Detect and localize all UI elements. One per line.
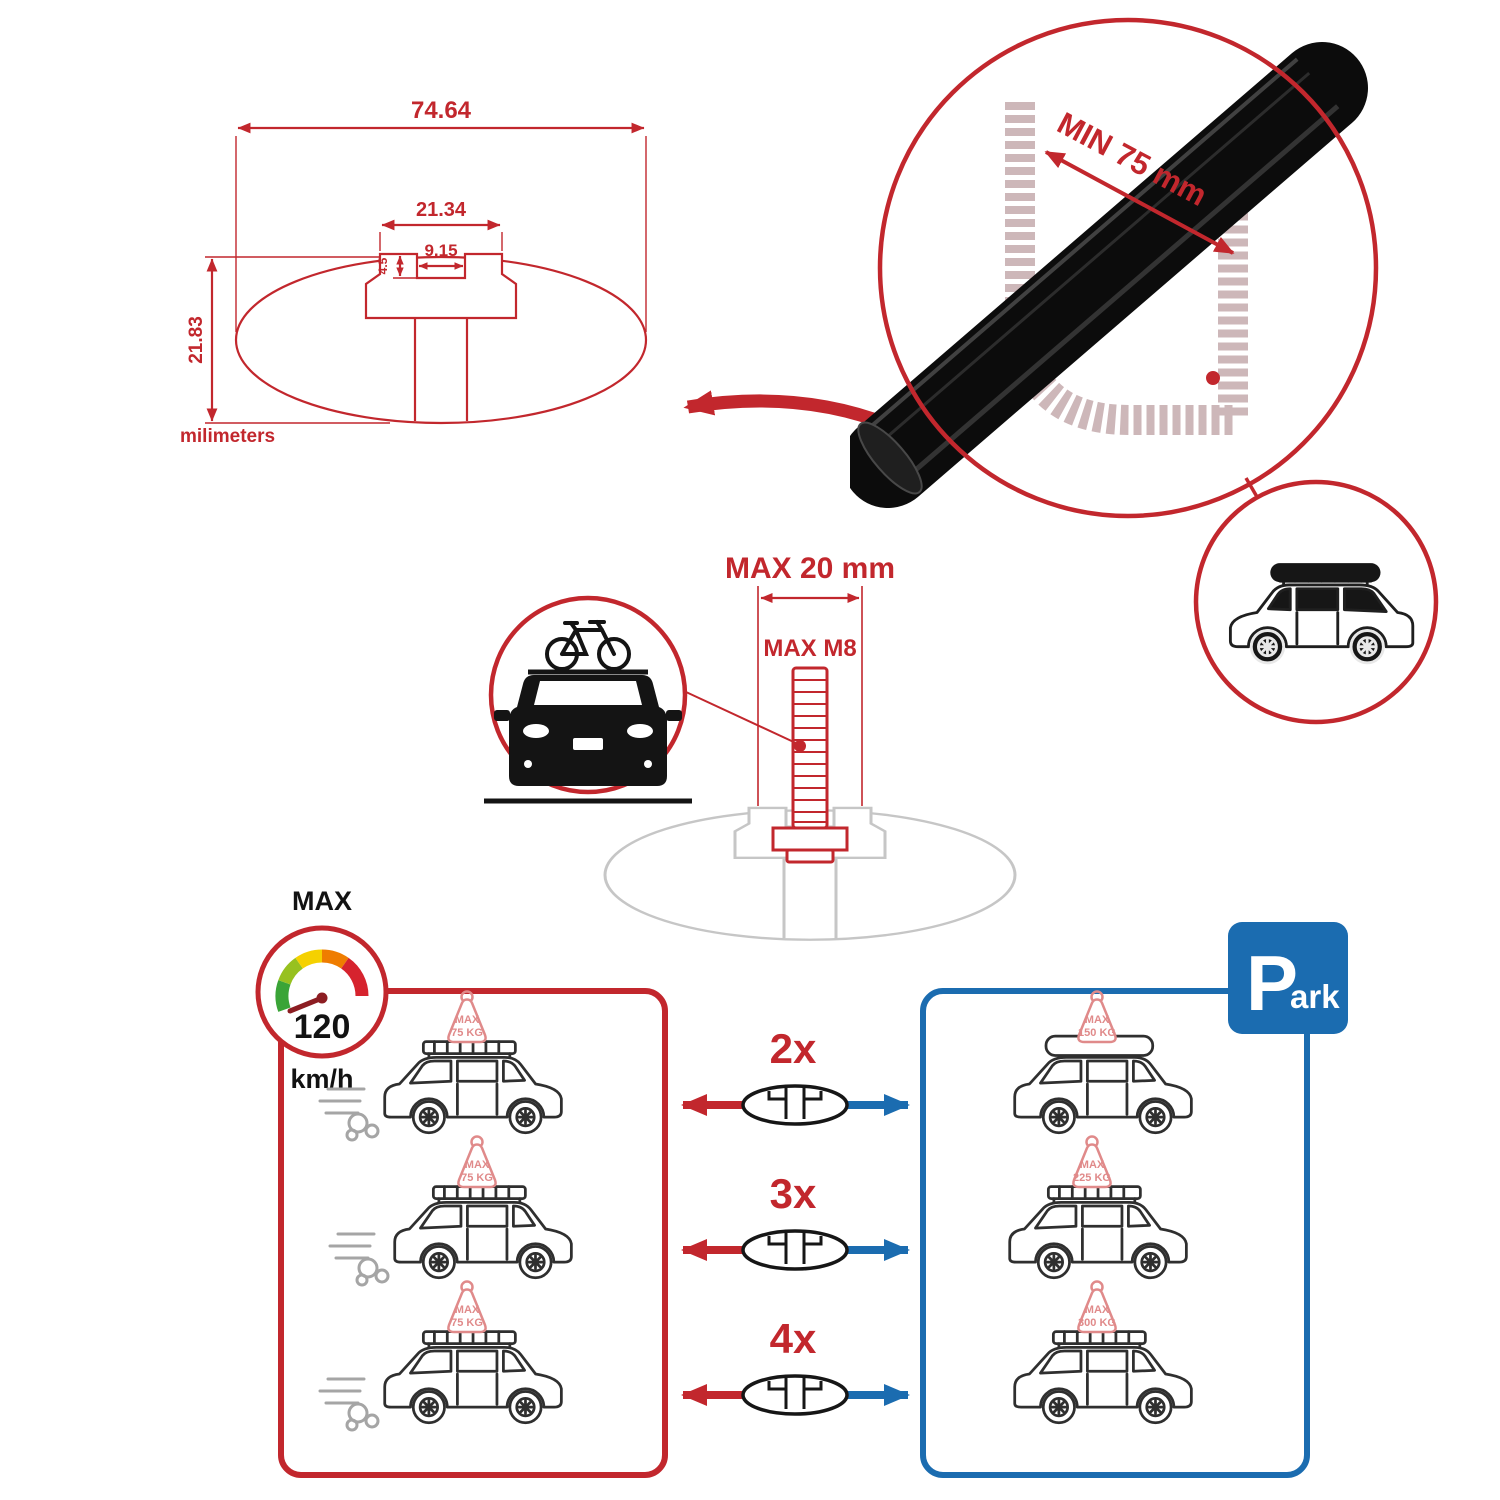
bicycle-icon [545,620,631,671]
gauge-arcs [275,949,369,1012]
speed-max-label: MAX [292,886,352,916]
dim-slot-depth-label: 4.5 [376,257,390,274]
svg-text:MAX: MAX [1085,1014,1110,1026]
svg-text:150 KG: 150 KG [1078,1027,1116,1039]
svg-text:75 KG: 75 KG [451,1027,483,1039]
min-span-arrow [1044,150,1235,255]
speed-value: 120 [294,1008,351,1046]
bolt-diagram: MAX 20 mm MAX M8 [603,552,1017,942]
clamp-marker-dot [1206,371,1220,385]
max-thread-label: MAX M8 [763,635,856,662]
dim-height-label: 21.83 [186,316,207,364]
crossbar-profile-icon [741,1229,849,1271]
svg-text:300 KG: 300 KG [1078,1317,1116,1329]
park-sign-rest: ark [1290,978,1340,1015]
dim-total-width-label: 74.64 [411,97,472,124]
bar-count-label: 4x [770,1315,817,1362]
svg-text:MAX: MAX [1080,1159,1105,1171]
dim-channel-width-label: 21.34 [416,199,467,221]
bar-count-label: 3x [770,1170,817,1217]
svg-text:MAX: MAX [1085,1304,1110,1316]
crossbar-detail-inset: MIN 75 mm [850,17,1439,725]
svg-text:MAX: MAX [455,1014,480,1026]
load-tag: MAX 75 KG [447,990,487,1044]
svg-text:225 KG: 225 KG [1073,1172,1111,1184]
svg-text:75 KG: 75 KG [461,1172,493,1184]
park-sign: P ark [1228,922,1348,1034]
svg-text:75 KG: 75 KG [451,1317,483,1329]
svg-text:MAX: MAX [465,1159,490,1171]
load-capacity-section: P ark MAX 120 km/h [255,886,1348,1478]
dim-unit-label: milimeters [180,426,275,447]
t-bolt [771,666,849,864]
profile-dimension-diagram: 74.64 21.34 9.15 4.5 21.83 milimeters [180,97,648,447]
bolt-leader-line [685,691,799,745]
load-tag: MAX 150 KG [1077,990,1117,1044]
crossbar-profile-outline [234,252,648,425]
svg-text:MAX: MAX [455,1304,480,1316]
load-tag: MAX 75 KG [457,1135,497,1189]
load-tag: MAX 300 KG [1077,1280,1117,1334]
load-tag: MAX 225 KG [1072,1135,1112,1189]
bar-count-label: 2x [770,1025,817,1072]
park-sign-letter: P [1246,939,1298,1027]
crossbar-profile-icon [741,1374,849,1416]
bar-end-cap [857,421,923,495]
detail-circle [877,17,1379,519]
bolt-marker-dot [794,740,806,752]
load-tag: MAX 75 KG [447,1280,487,1334]
bike-carrier-inset [484,595,692,804]
roof-box-icon [1270,563,1381,583]
speed-limit-gauge: MAX 120 km/h [255,886,389,1094]
bar-count-rows: 2x 3x 4x [681,1025,910,1416]
dim-slot-width-label: 9.15 [424,241,457,260]
crossbar-profile-icon [741,1084,849,1126]
gauge-needle [287,995,325,1014]
suv-with-roofbox [1228,563,1415,665]
max-width-label: MAX 20 mm [725,552,895,585]
car-front-icon [494,669,682,786]
